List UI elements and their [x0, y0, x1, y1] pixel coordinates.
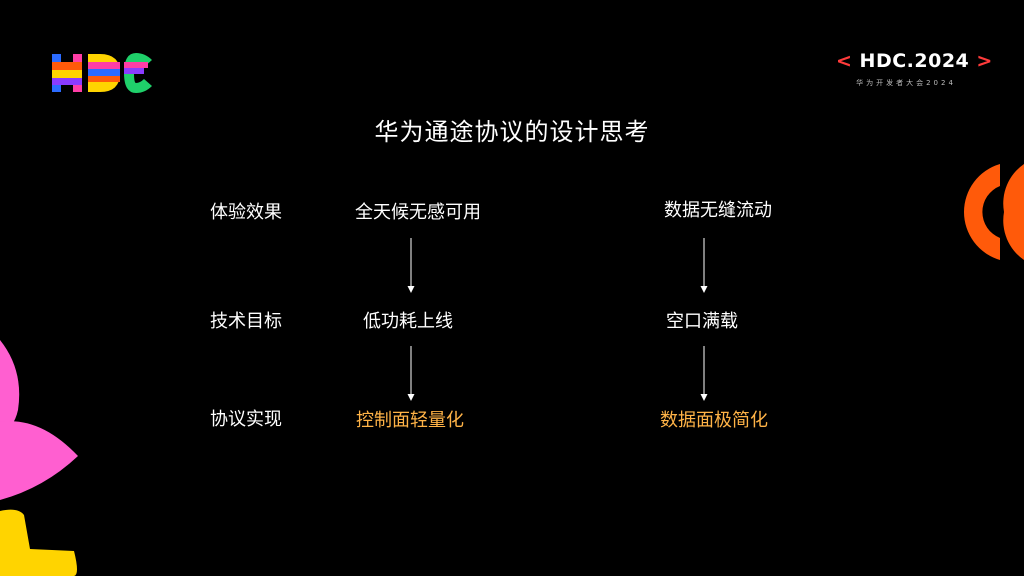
- row-label-protocol: 协议实现: [210, 409, 282, 430]
- badge-bracket-left: <: [836, 50, 853, 72]
- down-arrow-icon: [407, 238, 415, 293]
- cell-right-protocol: 数据面极简化: [660, 410, 768, 431]
- badge-bracket-right: >: [976, 50, 993, 72]
- badge-title: < HDC.2024 >: [836, 50, 992, 72]
- cell-right-experience: 数据无缝流动: [664, 200, 772, 221]
- down-arrow-icon: [700, 346, 708, 401]
- slide-title: 华为通途协议的设计思考: [374, 118, 650, 146]
- event-badge: < HDC.2024 > 华为开发者大会2024: [836, 50, 992, 94]
- down-arrow-icon: [407, 346, 415, 401]
- pink-flower-shape: [0, 340, 78, 500]
- cell-left-experience: 全天候无感可用: [355, 202, 481, 223]
- row-label-tech-goal: 技术目标: [210, 311, 282, 332]
- badge-name: HDC.2024: [859, 50, 970, 72]
- cell-left-tech-goal: 低功耗上线: [363, 311, 453, 332]
- row-label-experience: 体验效果: [210, 202, 282, 223]
- down-arrow-icon: [700, 238, 708, 293]
- hdc-logo: [52, 53, 152, 93]
- yellow-pacman-shape: [0, 509, 77, 576]
- cell-left-protocol: 控制面轻量化: [356, 410, 464, 431]
- badge-subtitle: 华为开发者大会2024: [856, 79, 956, 87]
- cell-right-tech-goal: 空口满载: [666, 311, 738, 332]
- orange-semicircle-shape: [964, 164, 1024, 260]
